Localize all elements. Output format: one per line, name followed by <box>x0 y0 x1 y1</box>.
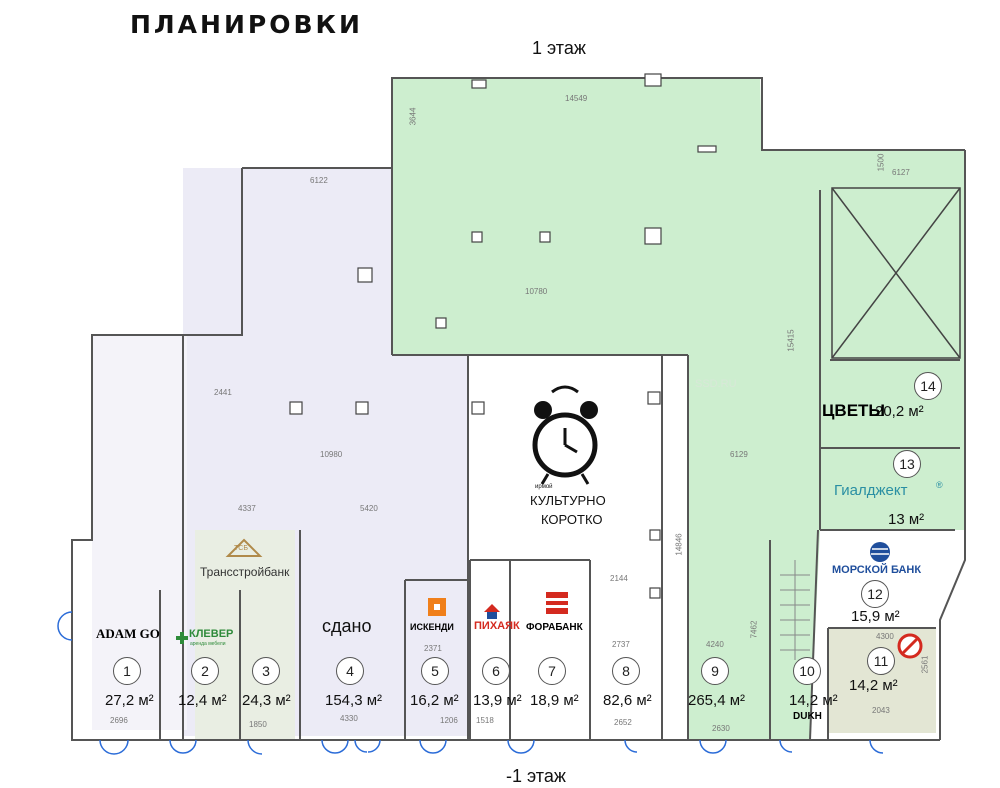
dim-2652: 2652 <box>614 718 632 727</box>
dim-1206: 1206 <box>440 716 458 725</box>
iskendi-logo-icon <box>428 598 446 616</box>
unit-number-13: 13 <box>893 450 921 478</box>
watermark: SSD.RU <box>695 378 737 390</box>
tenant-sdano: сдано <box>322 616 372 636</box>
tenant-pikhayak: ПИХАЯК <box>474 620 520 632</box>
zone-unit-3-sage <box>195 530 295 740</box>
dim-4337: 4337 <box>238 504 256 513</box>
tenant-kulturno-small: ирмой <box>535 484 553 490</box>
unit-number-14: 14 <box>914 372 942 400</box>
dim-1518: 1518 <box>476 716 494 725</box>
kleber-cross-icon <box>176 632 188 644</box>
no-smoking-icon <box>897 633 923 659</box>
tenant-kulturno-line1: КУЛЬТУРНО <box>530 493 606 508</box>
unit-number-5: 5 <box>421 657 449 685</box>
unit-area-13: 13 м² <box>888 511 925 528</box>
unit-number-8: 8 <box>612 657 640 685</box>
dim-2441: 2441 <box>214 388 232 397</box>
unit-area-3: 24,3 м² <box>242 692 291 709</box>
dim-6122: 6122 <box>310 176 328 185</box>
unit-area-2: 12,4 м² <box>178 692 227 709</box>
dim-6127: 6127 <box>892 168 910 177</box>
dim-2737: 2737 <box>612 640 630 649</box>
unit-area-1: 27,2 м² <box>105 692 154 709</box>
tenant-iskendi: ИСКЕНДИ <box>410 622 454 632</box>
tenant-gialject-tm: ® <box>936 480 943 490</box>
tenant-morskoy-bank: МОРСКОЙ БАНК <box>832 564 922 576</box>
dim-4240: 4240 <box>706 640 724 649</box>
dim-2696: 2696 <box>110 716 128 725</box>
dim-2630: 2630 <box>712 724 730 733</box>
dim-15415: 15415 <box>786 329 796 352</box>
unit-number-6: 6 <box>482 657 510 685</box>
unit-area-5: 16,2 м² <box>410 692 459 709</box>
pikhayak-house-icon <box>484 604 500 619</box>
unit-area-9: 265,4 м² <box>688 692 746 709</box>
dim-2144: 2144 <box>610 574 628 583</box>
tenant-adam-go: ADAM GO <box>96 626 160 641</box>
unit-number-12: 12 <box>861 580 889 608</box>
unit-area-7: 18,9 м² <box>530 692 579 709</box>
zone-unit-9-green <box>392 78 965 740</box>
dim-1500: 1500 <box>876 153 886 172</box>
transstroy-logo-icon <box>225 538 263 557</box>
tenant-kleber: КЛЕВЕР <box>189 628 234 640</box>
floor-label-upper: 1 этаж <box>532 38 586 58</box>
unit-area-8: 82,6 м² <box>603 692 652 709</box>
tenant-gialject: Гиалджект <box>834 482 908 499</box>
dim-1850: 1850 <box>249 720 267 729</box>
unit-number-1: 1 <box>113 657 141 685</box>
dim-2043: 2043 <box>872 706 890 715</box>
dim-10780: 10780 <box>525 287 548 296</box>
dim-7462: 7462 <box>749 620 759 639</box>
unit-area-10: 14,2 м² <box>789 692 838 709</box>
dim-2371: 2371 <box>424 644 442 653</box>
unit-number-10: 10 <box>793 657 821 685</box>
unit-area-11: 14,2 м² <box>849 677 898 694</box>
stairs <box>780 560 810 660</box>
dim-4300: 4300 <box>876 632 894 641</box>
dim-3644: 3644 <box>408 107 418 126</box>
unit-area-4: 154,3 м² <box>325 692 383 709</box>
unit-number-7: 7 <box>538 657 566 685</box>
alarm-clock-icon <box>532 385 598 485</box>
unit-number-3: 3 <box>252 657 280 685</box>
tenant-kleber-sub: аренда мебели <box>190 641 226 647</box>
dim-4330: 4330 <box>340 714 358 723</box>
morskoy-bank-globe-icon <box>870 542 890 562</box>
unit-number-9: 9 <box>701 657 729 685</box>
dim-14846: 14846 <box>674 533 684 556</box>
tenant-dukh: DUKH <box>793 711 822 722</box>
dim-6129: 6129 <box>730 450 748 459</box>
unit-number-2: 2 <box>191 657 219 685</box>
dim-5420: 5420 <box>360 504 378 513</box>
fora-logo-icon <box>546 592 568 614</box>
tenant-tsvety: ЦВЕТЫ <box>822 401 886 420</box>
floor-label-lower: -1 этаж <box>506 766 566 786</box>
transstroy-logo-text: ТСБ <box>234 545 248 552</box>
entrance-doors <box>57 611 884 755</box>
tenant-kulturno-line2: КОРОТКО <box>541 512 603 527</box>
columns <box>289 73 717 599</box>
page-title: ПЛАНИРОВКИ <box>130 10 363 39</box>
unit-area-6: 13,9 м² <box>473 692 522 709</box>
tenant-forabank: ФОРАБАНК <box>526 622 583 633</box>
dim-14549: 14549 <box>565 94 588 103</box>
unit-number-11: 11 <box>867 647 895 675</box>
unit-area-14: 20,2 м² <box>875 403 924 420</box>
dim-2561: 2561 <box>920 655 930 674</box>
stair-void <box>831 187 961 359</box>
unit-area-12: 15,9 м² <box>851 608 900 625</box>
unit-number-4: 4 <box>336 657 364 685</box>
tenant-transstroybank: Трансстройбанк <box>200 565 290 579</box>
dim-10980: 10980 <box>320 450 343 459</box>
